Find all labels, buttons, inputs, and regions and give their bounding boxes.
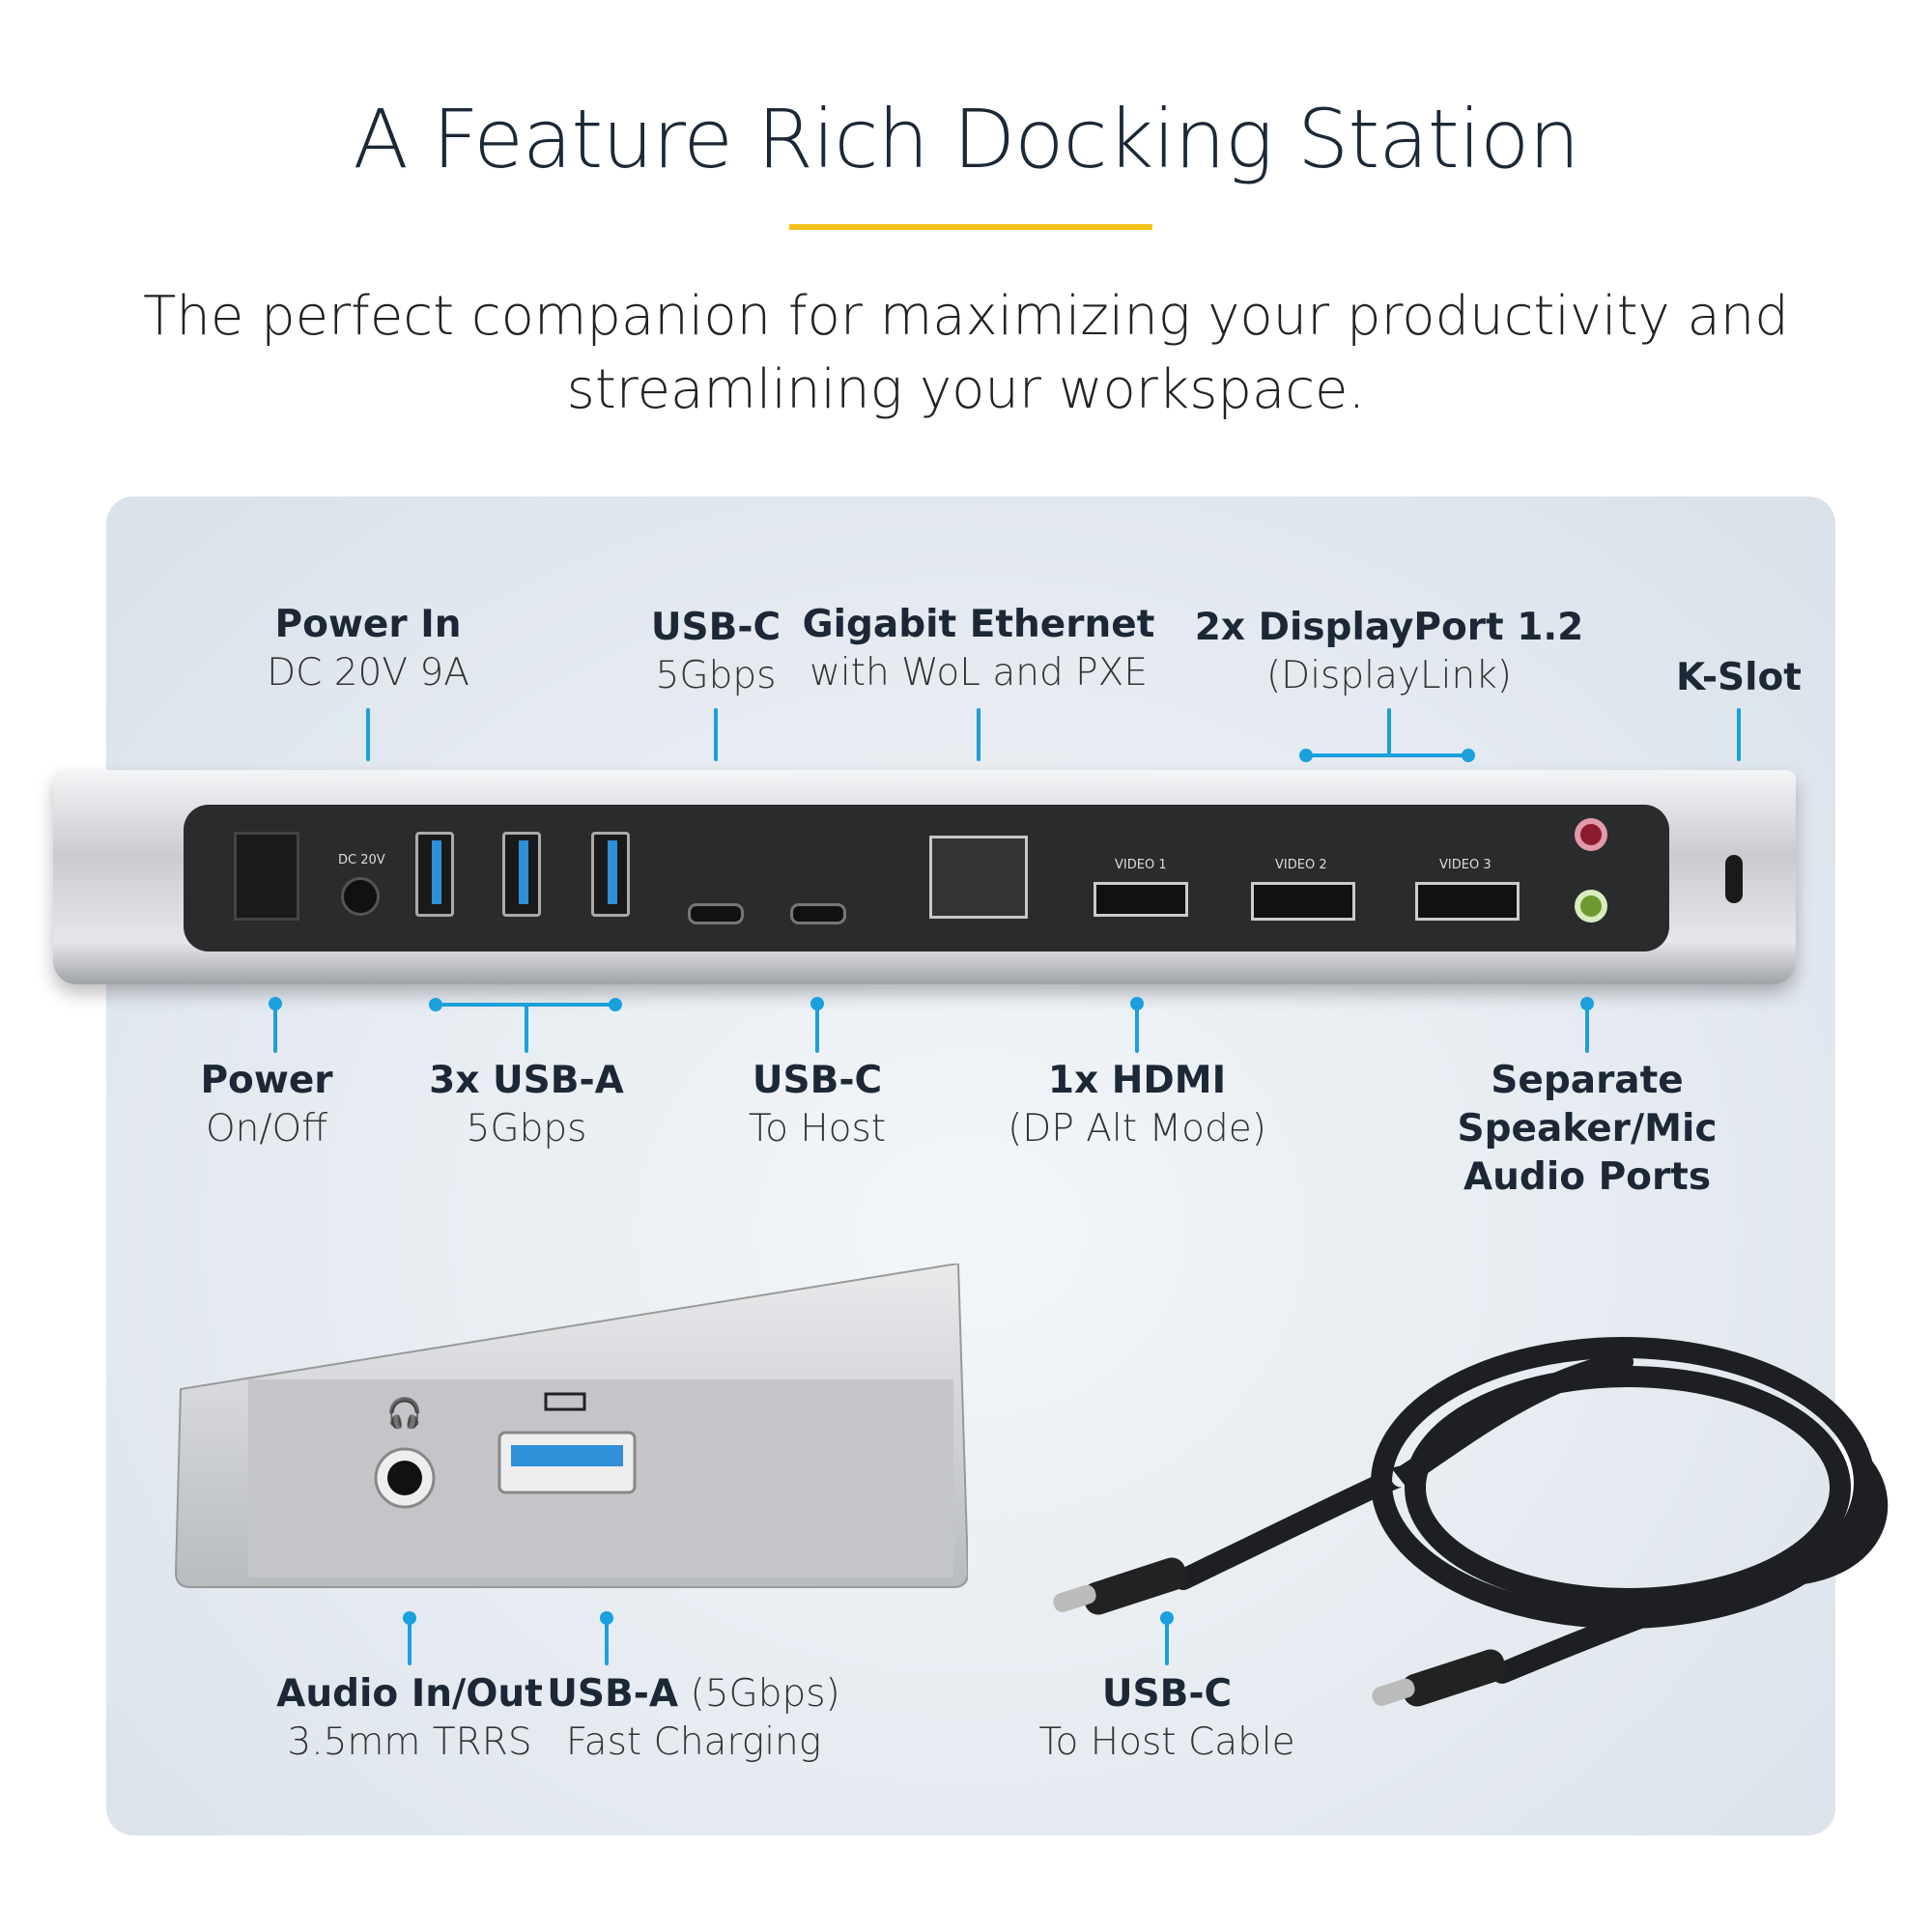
callout-title: Audio In/Out: [276, 1672, 543, 1716]
usb-c-connector: [1083, 1557, 1187, 1615]
callout-kslot: K-Slot: [1676, 654, 1802, 702]
callout-line: [605, 1615, 609, 1665]
hdmi-port: [1094, 882, 1188, 917]
page-title: A Feature Rich Docking Station: [353, 92, 1579, 186]
callout-title: USB-C: [650, 606, 781, 649]
subtitle-line-1: The perfect companion for maximizing you…: [143, 285, 1789, 348]
dock-side-view: 🎧: [174, 1264, 968, 1588]
callout-detail: To Host Cable: [1038, 1720, 1295, 1764]
usb-a-port: [415, 832, 454, 917]
usb-c-port: [688, 903, 744, 924]
callout-line: [1165, 1615, 1169, 1665]
callout-usbc-host: USB-C To Host: [749, 1057, 886, 1153]
callout-title: Audio Ports: [1463, 1155, 1712, 1199]
title-underline: [789, 224, 1152, 230]
callout-detail: 5Gbps: [655, 654, 777, 697]
usb-c-host-port: [790, 903, 846, 924]
callout-detail: Fast Charging: [565, 1720, 822, 1764]
callout-detail: with WoL and PXE: [809, 651, 1149, 695]
callout-detail: 5Gbps: [466, 1107, 587, 1151]
callout-line: [977, 708, 980, 761]
video2-label: VIDEO 2: [1275, 858, 1327, 872]
callout-title-suffix: (5Gbps): [678, 1672, 840, 1716]
callout-line: [815, 1001, 819, 1053]
usb-a-port: [591, 832, 630, 917]
callout-title: 2x DisplayPort 1.2: [1194, 606, 1584, 649]
callout-dot: [1462, 749, 1475, 762]
callout-power-in: Power In DC 20V 9A: [267, 601, 469, 697]
callout-line: [273, 1001, 277, 1053]
callout-title: Speaker/Mic: [1457, 1107, 1718, 1151]
kensington-slot: [1725, 855, 1743, 903]
callout-title: Gigabit Ethernet: [802, 603, 1155, 646]
callout-detail: 3.5mm TRRS: [287, 1720, 532, 1764]
usb-c-cable: [1053, 1337, 1889, 1707]
displayport-port: [1251, 882, 1355, 921]
callout-detail: To Host: [748, 1107, 887, 1151]
video3-label: VIDEO 3: [1439, 858, 1492, 872]
dock-port-panel: DC 20V VIDEO 1 VIDEO 2 VIDEO 3: [184, 805, 1669, 952]
callout-title: K-Slot: [1676, 656, 1802, 699]
callout-title: Separate: [1491, 1059, 1684, 1102]
usb-a-tongue: [511, 1445, 623, 1466]
headset-icon: 🎧: [386, 1396, 422, 1431]
callout-hdmi: 1x HDMI (DP Alt Mode): [1008, 1057, 1266, 1153]
callout-line: [366, 708, 370, 761]
callout-line: [1737, 708, 1741, 761]
subtitle: The perfect companion for maximizing you…: [0, 280, 1932, 427]
callout-line: [525, 1003, 528, 1053]
usb-c-plug: [1053, 1584, 1096, 1612]
dc-label: DC 20V: [338, 853, 385, 867]
usb-a-port: [502, 832, 541, 917]
callout-line: [408, 1615, 412, 1665]
callout-bracket: [1306, 753, 1468, 757]
callout-title: USB-A: [547, 1672, 679, 1716]
callout-title: Power In: [274, 603, 462, 646]
callout-usb-a: 3x USB-A 5Gbps: [429, 1057, 624, 1153]
callout-title: USB-C: [1101, 1672, 1233, 1716]
ethernet-port: [929, 836, 1028, 919]
callout-usbc-5gbps: USB-C 5Gbps: [651, 604, 781, 700]
callout-dot: [609, 998, 622, 1011]
callout-dot: [1299, 749, 1313, 762]
subtitle-line-2: streamlining your workspace.: [566, 358, 1366, 421]
callout-line: [714, 708, 718, 761]
callout-usb-a-charging: USB-A (5Gbps)Fast Charging: [547, 1670, 840, 1767]
power-switch: [234, 832, 299, 921]
usb-c-plug: [1372, 1678, 1415, 1706]
callout-ethernet: Gigabit Ethernet with WoL and PXE: [803, 601, 1155, 697]
charging-icon: [544, 1392, 586, 1411]
callout-detail: (DP Alt Mode): [1008, 1107, 1266, 1151]
dc-jack: [341, 877, 380, 916]
callout-title: Power: [200, 1059, 333, 1102]
callout-title: 1x HDMI: [1047, 1059, 1227, 1102]
video1-label: VIDEO 1: [1115, 858, 1167, 872]
callout-detail: On/Off: [205, 1107, 328, 1151]
callout-line: [1135, 1001, 1139, 1053]
callout-line: [1585, 1001, 1589, 1053]
audio-jack-hole: [387, 1461, 422, 1495]
headphone-jack: [1575, 890, 1607, 923]
callout-title: USB-C: [752, 1059, 883, 1102]
callout-displayport: 2x DisplayPort 1.2 (DisplayLink): [1195, 604, 1584, 700]
usb-c-connector: [1402, 1649, 1506, 1707]
callout-detail: (DisplayLink): [1265, 654, 1513, 697]
callout-line: [1387, 708, 1391, 756]
mic-jack: [1575, 818, 1607, 851]
callout-title: 3x USB-A: [429, 1059, 624, 1102]
displayport-port: [1415, 882, 1520, 921]
callout-dot: [429, 998, 442, 1011]
callout-detail: DC 20V 9A: [267, 651, 469, 695]
